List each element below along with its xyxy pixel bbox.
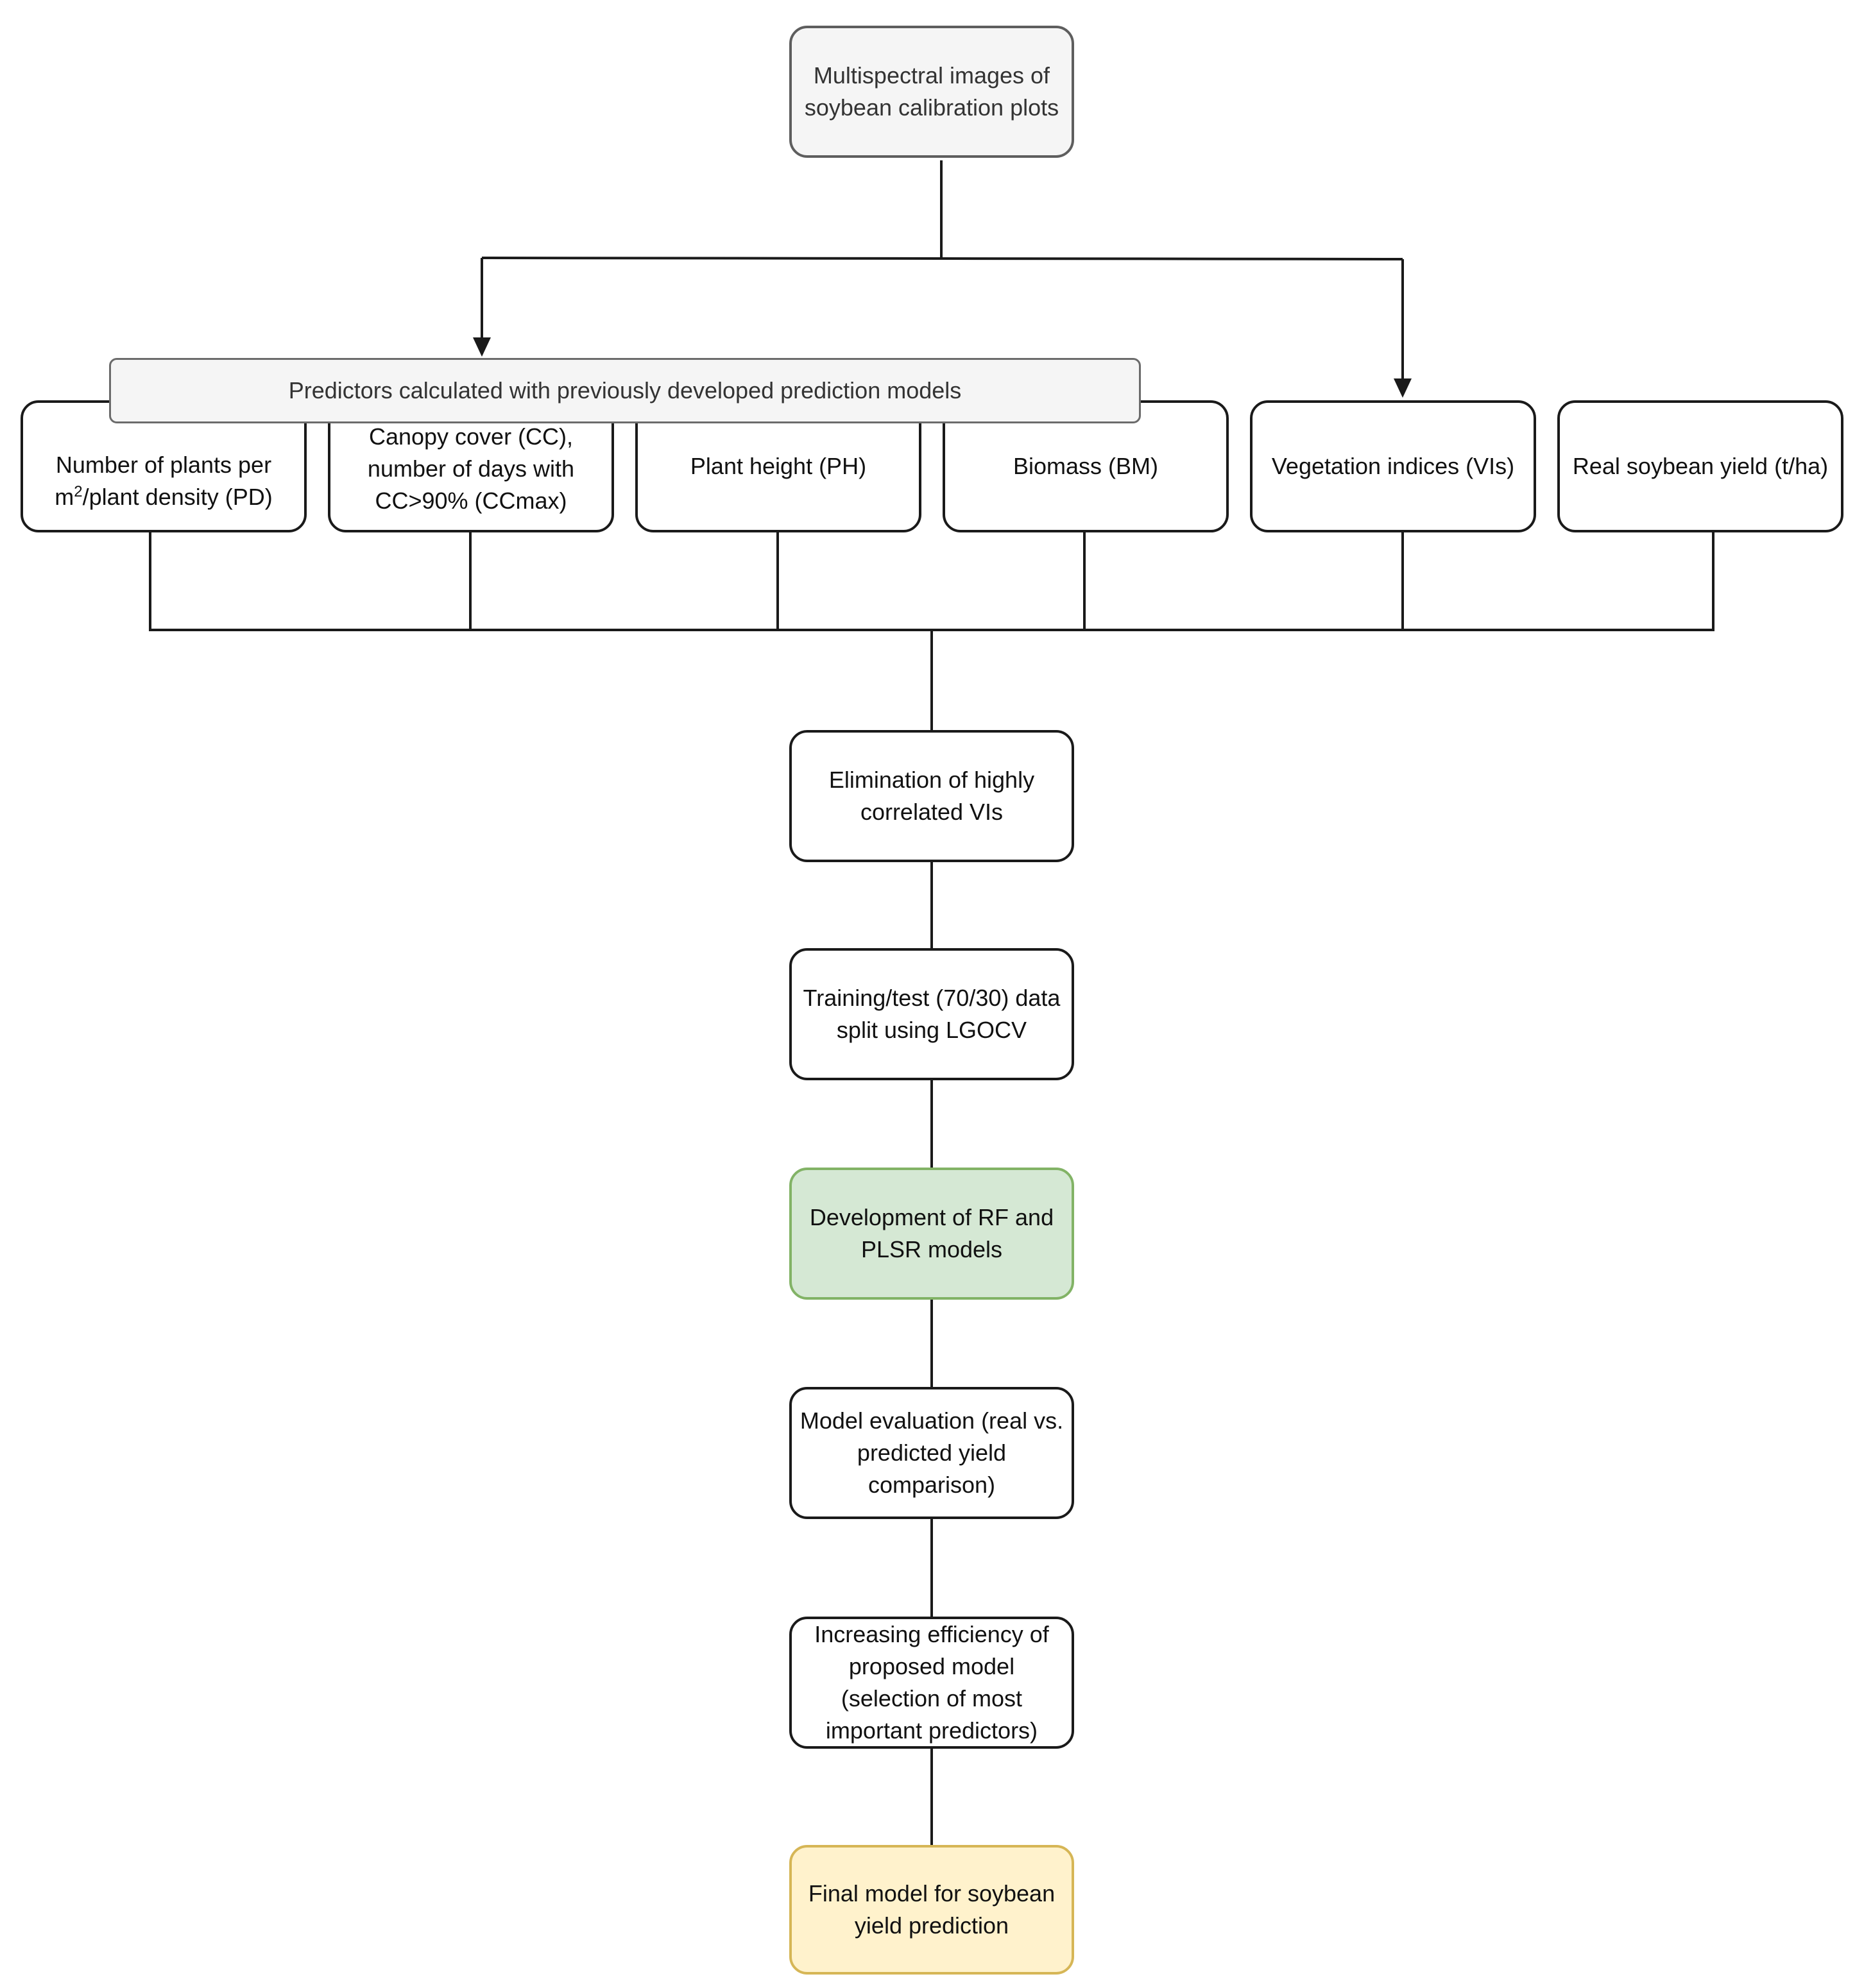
unit-m: m [55, 484, 74, 510]
node-plant-height-label: Plant height (PH) [690, 453, 867, 479]
node-real-yield: Real soybean yield (t/ha) [1557, 400, 1843, 532]
node-data-split: Training/test (70/30) data split using L… [789, 948, 1074, 1080]
node-model-development: Development of RF and PLSR models [789, 1168, 1074, 1300]
node-model-evaluation: Model evaluation (real vs. predicted yie… [789, 1387, 1074, 1519]
node-model-evaluation-line3: comparison) [868, 1472, 996, 1498]
node-canopy-cover: Canopy cover (CC), number of days with C… [328, 400, 614, 532]
node-data-split-line2: split using LGOCV [836, 1017, 1027, 1043]
arrowhead-right [1394, 378, 1412, 398]
connector-top-horizontal [481, 257, 1403, 260]
node-multispectral-line1: Multispectral images of [813, 62, 1050, 89]
node-real-yield-label: Real soybean yield (t/ha) [1572, 453, 1829, 479]
node-final-model: Final model for soybean yield prediction [789, 1845, 1074, 1975]
node-increasing-efficiency-line1: Increasing efficiency of [814, 1621, 1049, 1647]
node-vegetation-indices-label: Vegetation indices (VIs) [1271, 453, 1515, 479]
node-plant-density-line2: m2/plant density (PD) [55, 481, 272, 513]
node-final-model-line1: Final model for soybean [808, 1880, 1056, 1907]
node-increasing-efficiency-line2: proposed model [848, 1653, 1015, 1679]
unit-plant-density: /plant density (PD) [82, 484, 273, 510]
predictors-banner-label: Predictors calculated with previously de… [288, 377, 962, 404]
node-model-development-line1: Development of RF and [809, 1204, 1054, 1230]
node-elimination: Elimination of highly correlated VIs [789, 730, 1074, 862]
node-increasing-efficiency-line3: (selection of most [841, 1685, 1023, 1712]
node-model-evaluation-line1: Model evaluation (real vs. [799, 1407, 1064, 1434]
predictors-banner: Predictors calculated with previously de… [109, 358, 1141, 423]
arrowhead-left [473, 337, 491, 357]
node-elimination-line2: correlated VIs [860, 799, 1004, 825]
unit-superscript: 2 [74, 483, 83, 500]
node-increasing-efficiency: Increasing efficiency of proposed model … [789, 1617, 1074, 1749]
node-data-split-line1: Training/test (70/30) data [803, 985, 1061, 1011]
node-increasing-efficiency-line4: important predictors) [825, 1717, 1038, 1744]
node-multispectral-line2: soybean calibration plots [804, 94, 1059, 121]
node-canopy-cover-line3: CC>90% (CCmax) [375, 488, 567, 514]
node-vegetation-indices: Vegetation indices (VIs) [1250, 400, 1536, 532]
node-plant-density-line1: Number of plants per [55, 452, 272, 478]
node-model-development-line2: PLSR models [860, 1236, 1003, 1262]
node-multispectral-images: Multispectral images of soybean calibrat… [789, 26, 1074, 158]
node-canopy-cover-line1: Canopy cover (CC), [368, 423, 574, 450]
node-final-model-line2: yield prediction [854, 1912, 1009, 1939]
node-model-evaluation-line2: predicted yield [857, 1440, 1007, 1466]
node-elimination-line1: Elimination of highly [828, 767, 1035, 793]
node-canopy-cover-line2: number of days with [367, 455, 575, 482]
node-biomass-label: Biomass (BM) [1013, 453, 1159, 479]
